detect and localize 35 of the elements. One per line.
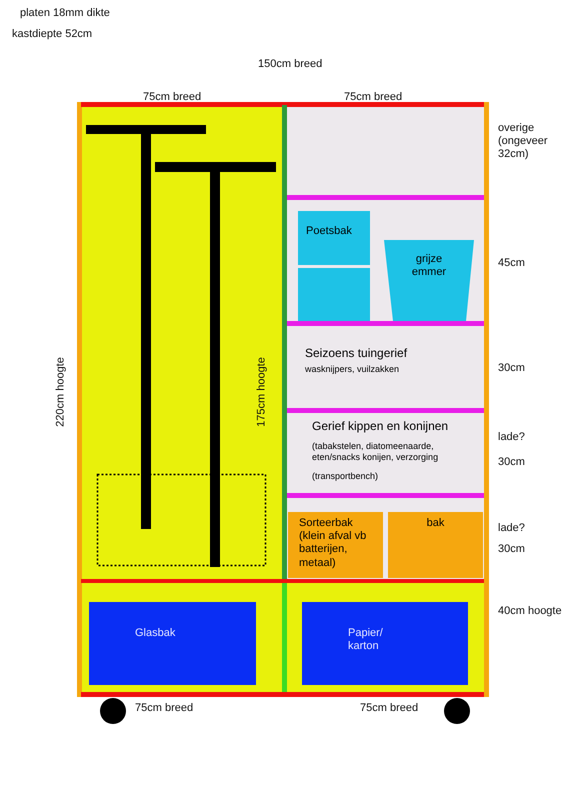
bin-label: Glasbak <box>135 627 176 640</box>
dimension-label: 150cm breed <box>258 58 322 72</box>
dimension-label: 75cm breed <box>135 702 194 716</box>
drawer-bin <box>388 512 483 578</box>
dimension-label: lade? <box>498 522 525 536</box>
contents-note: wasknijpers, vuilzakken <box>305 364 400 376</box>
compartment-heading: Seizoens tuingerief <box>305 346 408 360</box>
dimension-label: 40cm hoogte <box>498 605 562 618</box>
dimension-label: kastdiepte 52cm <box>12 28 92 42</box>
dimension-label: 30cm <box>498 543 525 556</box>
dimension-label: 30cm <box>498 362 525 376</box>
dimension-label: overige (ongeveer 32cm) <box>498 122 549 162</box>
dimension-label: platen 18mm dikte <box>20 7 110 20</box>
dimension-label: 220cm hoogte <box>54 357 68 427</box>
storage-bin <box>298 268 370 321</box>
bin-label: Papier/ karton <box>348 627 384 654</box>
bin-label: Poetsbak <box>306 225 353 238</box>
dimension-label: 45cm <box>498 257 525 270</box>
dimension-label: 75cm breed <box>143 91 202 104</box>
dimension-label: 175cm hoogte <box>255 357 268 427</box>
recycling-bin <box>89 602 256 685</box>
bucket <box>384 240 474 321</box>
storage-bin <box>298 211 370 265</box>
contents-note: (tabakstelen, diatomeenaarde, eten/snacks konijen, verzorging <box>312 441 440 463</box>
bin-label: bak <box>426 517 446 530</box>
compartment-heading: Gerief kippen en konijnen <box>312 419 450 434</box>
dimension-label: 75cm breed <box>360 702 418 716</box>
bin-label: grijze emmer <box>410 253 448 280</box>
recycling-bin <box>302 602 468 685</box>
bin-label: Sorteerbak (klein afval vb batterijen, metaal) <box>299 517 368 570</box>
dimension-label: 30cm <box>498 456 525 470</box>
dimension-label: lade? <box>498 431 525 444</box>
drawer-bin <box>288 512 383 578</box>
contents-note: (transportbench) <box>312 470 380 482</box>
dimension-label: 75cm breed <box>344 91 402 104</box>
